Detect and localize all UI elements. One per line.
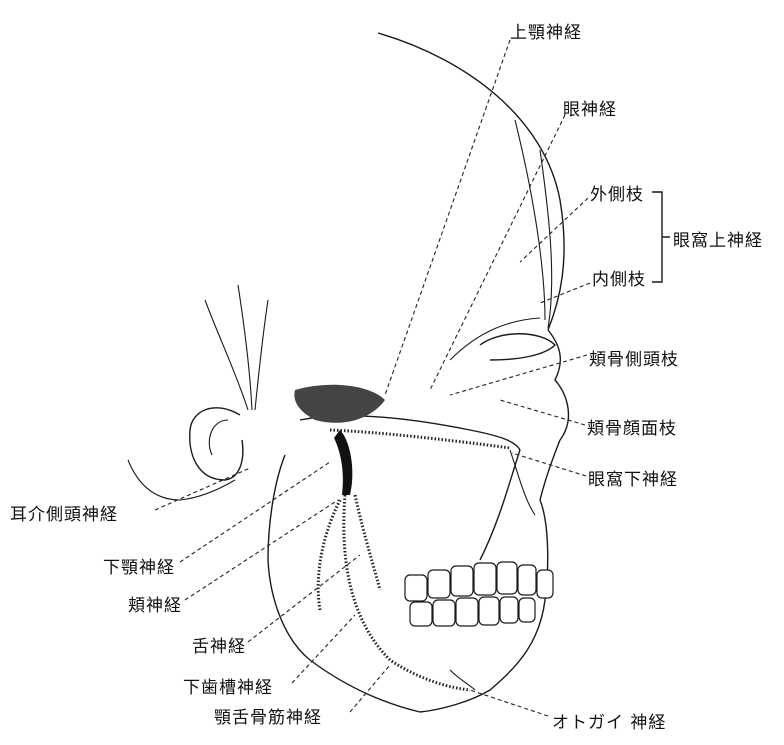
label-infraorbital-nerve: 眼窩下神経 (588, 465, 678, 490)
leader-buccal (185, 500, 338, 600)
temporal-branch-3 (255, 300, 268, 410)
leader-mandibular (180, 462, 330, 562)
lingual-dots (355, 495, 380, 590)
supraorbital-branch-3 (450, 318, 540, 360)
leader-ophthalmic (430, 115, 565, 390)
temporal-branch-1 (205, 300, 248, 410)
label-lateral-branch: 外側枝 (590, 180, 644, 205)
leader-maxillary (385, 40, 510, 395)
upper-teeth (405, 562, 553, 601)
label-mylohyoid-nerve: 顎舌骨筋神経 (214, 703, 322, 728)
label-medial-branch: 内側枝 (592, 265, 646, 290)
label-mental-nerve: オトガイ 神経 (552, 708, 666, 733)
label-buccal-nerve: 頬神経 (128, 591, 182, 616)
ear-inner (209, 420, 228, 455)
label-zygomaticofacial-branch: 頬骨顔面枝 (587, 414, 677, 439)
label-supraorbital-nerve: 眼窩上神経 (673, 226, 763, 251)
buccal-dots (318, 500, 340, 610)
leader-infraorbital (512, 453, 586, 476)
leader-lingual (248, 555, 360, 642)
label-maxillary-nerve: 上顎神経 (510, 18, 582, 43)
label-mandibular-nerve: 下顎神経 (103, 553, 175, 578)
ear-outline (190, 408, 243, 480)
leader-medial (540, 283, 590, 303)
label-ophthalmic-nerve: 眼神経 (563, 95, 617, 120)
supraorbital-branch-2 (540, 150, 552, 328)
temporal-branch-2 (238, 285, 252, 410)
label-lingual-nerve: 舌神経 (192, 632, 246, 657)
infraorbital-nerve (510, 450, 535, 515)
supraorbital-bracket (652, 192, 670, 282)
lower-teeth (410, 597, 535, 626)
leader-lateral (520, 198, 588, 262)
mandibular-trunk (334, 430, 352, 495)
leader-inferior-alveolar (292, 615, 355, 683)
leader-zygomaticofacial (500, 400, 585, 425)
skull-vault-outline (378, 33, 564, 330)
leader-zygomaticotemporal (450, 355, 587, 395)
maxilla (480, 450, 520, 560)
forehead-outline (548, 330, 568, 440)
label-zygomaticotemporal-branch: 頬骨側頭枝 (589, 345, 679, 370)
label-auriculotemporal-nerve: 耳介側頭神経 (10, 500, 118, 525)
orbit-rim (480, 334, 555, 360)
label-inferior-alveolar-nerve: 下歯槽神経 (183, 673, 273, 698)
